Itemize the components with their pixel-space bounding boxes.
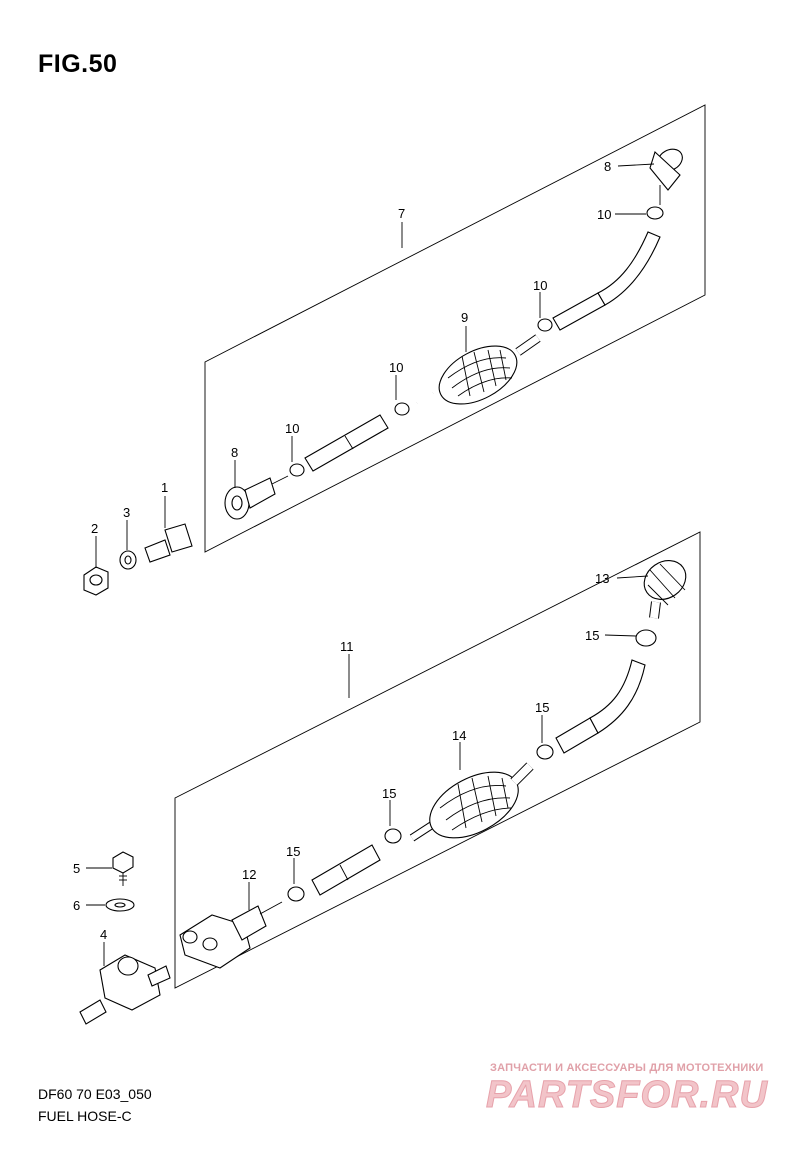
assembly-11-outline — [174, 531, 701, 989]
fitting-1[interactable] — [144, 523, 193, 563]
clip-15-a[interactable] — [287, 886, 305, 902]
primer-bulb-9[interactable] — [415, 334, 541, 416]
assembly-7-outline — [204, 104, 706, 553]
model-code: DF60 70 E03_050 — [38, 1086, 152, 1102]
nut-2[interactable] — [83, 566, 109, 596]
hose-upper-left[interactable] — [304, 414, 389, 472]
connector-8-left[interactable] — [224, 475, 289, 520]
clip-15-d[interactable] — [635, 629, 657, 647]
leader-lines — [86, 163, 655, 966]
callout-6: 6 — [73, 898, 80, 913]
clip-10-c[interactable] — [537, 318, 553, 332]
hose-upper-right[interactable] — [552, 231, 661, 331]
callout-13: 13 — [595, 571, 609, 586]
bolt-5[interactable] — [112, 851, 134, 886]
callout-11: 11 — [340, 639, 354, 654]
callout-8-left: 8 — [231, 445, 238, 460]
callout-15-c: 15 — [535, 700, 549, 715]
callout-12: 12 — [242, 867, 256, 882]
callout-3: 3 — [123, 505, 130, 520]
watermark-logo[interactable]: PARTSFOR.RU — [486, 1074, 768, 1117]
callout-14: 14 — [452, 728, 466, 743]
primer-bulb-14[interactable] — [409, 759, 534, 852]
callout-15-d: 15 — [585, 628, 599, 643]
washer-6[interactable] — [105, 898, 135, 912]
callout-15-a: 15 — [286, 844, 300, 859]
callout-10-c: 10 — [533, 278, 547, 293]
washer-3[interactable] — [119, 550, 137, 570]
callout-2: 2 — [91, 521, 98, 536]
callout-7: 7 — [398, 206, 405, 221]
valve-4[interactable] — [79, 954, 171, 1025]
connector-12[interactable] — [179, 901, 283, 969]
callout-1: 1 — [161, 480, 168, 495]
clip-15-b[interactable] — [384, 828, 402, 844]
section-name: FUEL HOSE-C — [38, 1108, 132, 1124]
connector-13[interactable] — [637, 553, 694, 619]
callout-15-b: 15 — [382, 786, 396, 801]
callout-10-a: 10 — [285, 421, 299, 436]
callout-9: 9 — [461, 310, 468, 325]
callout-5: 5 — [73, 861, 80, 876]
clip-10-a[interactable] — [289, 463, 305, 477]
hose-lower-right[interactable] — [555, 659, 646, 754]
callout-10-d: 10 — [597, 207, 611, 222]
callout-10-b: 10 — [389, 360, 403, 375]
hose-lower-left[interactable] — [311, 844, 381, 896]
callout-8-right: 8 — [604, 159, 611, 174]
connector-8-right[interactable] — [649, 145, 686, 205]
clip-10-b[interactable] — [394, 402, 410, 416]
figure-title: FIG.50 — [38, 50, 118, 78]
callout-4: 4 — [100, 927, 107, 942]
clip-10-d[interactable] — [646, 206, 664, 220]
watermark-tagline: ЗАПЧАСТИ И АКСЕССУАРЫ ДЛЯ МОТОТЕХНИКИ — [490, 1062, 764, 1074]
clip-15-c[interactable] — [536, 744, 554, 760]
